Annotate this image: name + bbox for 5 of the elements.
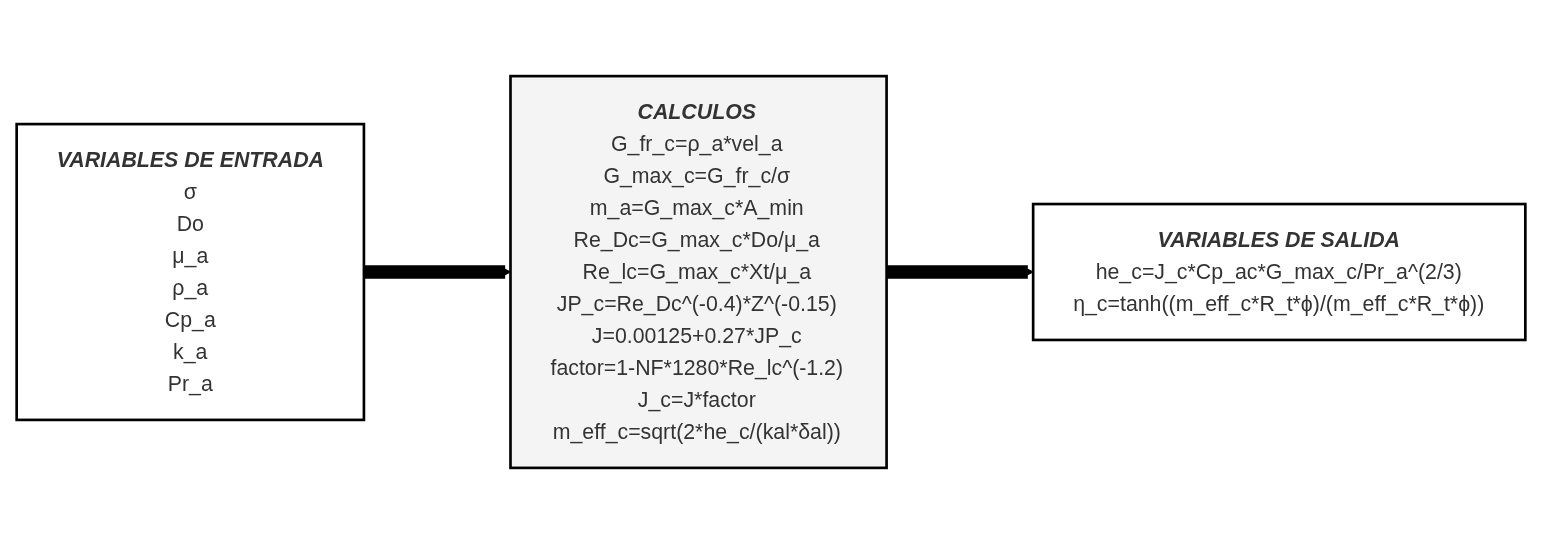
node-box: CALCULOS G_fr_c=ρ_a*vel_a G_max_c=G_fr_c/σ m_a=G_max_c*A_min Re_Dc=G_max_c*Do/μ_a Re_lc=G_max_c*Xt/μ_a JP_c=Re_Dc^(-0.4)*Z^(-0.15) J=0.00125+0.27*JP_c factor=1-NF*1280*Re_lc^(-1.2) J_c=J*factor m_eff_c=sqrt(2*he_c/(kal*δal)) [509, 74, 888, 470]
arrow [886, 265, 1034, 279]
arrow [363, 265, 511, 279]
node-box: VARIABLES DE SALIDA he_c=J_c*Cp_ac*G_max_c/Pr_a^(2/3) η_c=tanh((m_eff_c*R_t*ϕ)/(m_eff_c*R_t*ϕ)) [1031, 202, 1527, 342]
node-box: VARIABLES DE ENTRADA σ Do μ_a ρ_a Cp_a k_a Pr_a [15, 122, 366, 422]
